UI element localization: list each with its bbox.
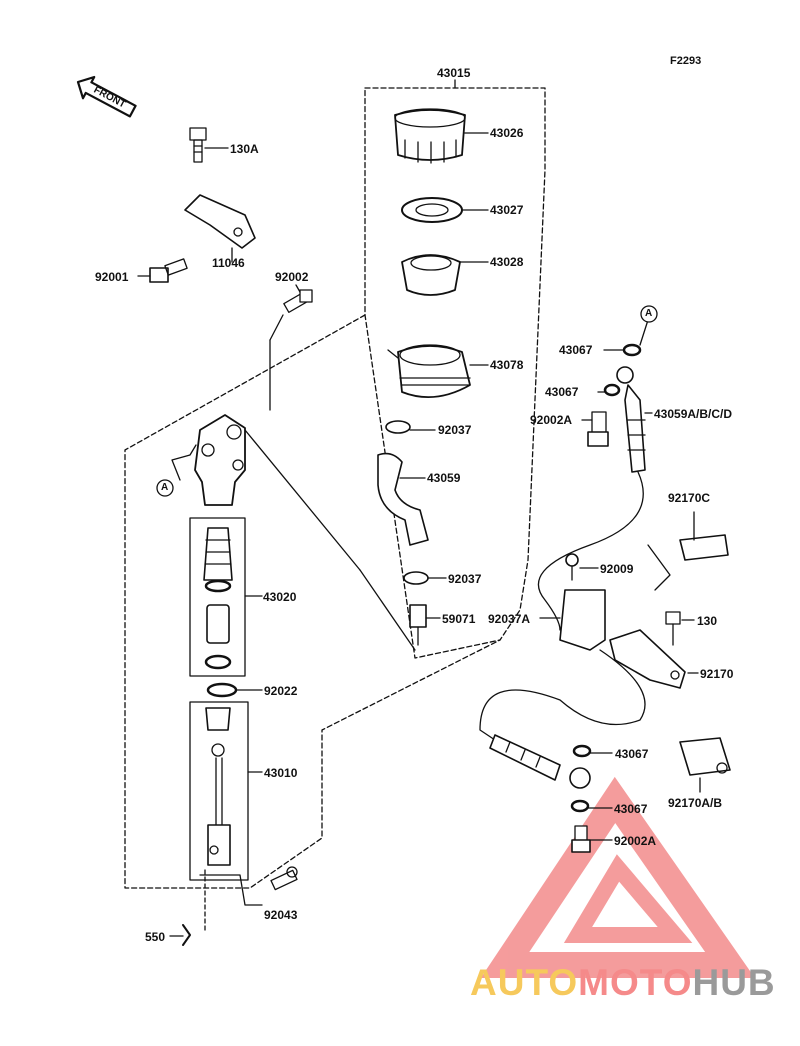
label-43015: 43015 (437, 66, 471, 80)
watermark-hub: HUB (692, 962, 776, 1003)
label-43078: 43078 (490, 358, 524, 372)
watermark-triangle-logo (480, 776, 755, 978)
watermark-text: AUTOMOTOHUB (470, 962, 776, 1004)
label-92037-upper: 92037 (438, 423, 472, 437)
pin-92043 (270, 866, 298, 891)
watermark-auto: AUTO (470, 962, 579, 1003)
banjo-bolt-92002a-bottom (571, 825, 613, 853)
fitting-59071 (409, 604, 441, 646)
label-92037a: 92037A (488, 612, 531, 626)
label-43067-d: 43067 (614, 802, 648, 816)
master-cylinder-body (171, 414, 416, 651)
label-550: 550 (145, 930, 166, 944)
label-92002a-top: 92002A (530, 413, 573, 427)
label-43067-b: 43067 (545, 385, 579, 399)
label-43028: 43028 (490, 255, 524, 269)
piston-kit-box-43020 (189, 517, 246, 677)
oring-92022 (206, 682, 238, 698)
label-92037-lower: 92037 (448, 572, 482, 586)
label-92009: 92009 (600, 562, 634, 576)
clamp-92037-lower (403, 571, 447, 585)
piston-kit-43020 (203, 527, 263, 670)
diaphragm-plate-43027 (401, 197, 489, 223)
bolt-92002 (269, 284, 313, 411)
ref-a-right: A (645, 308, 653, 319)
label-43027: 43027 (490, 203, 524, 217)
front-arrow-icon (76, 75, 137, 118)
bracket-11046 (184, 194, 256, 263)
screw-92009 (565, 553, 599, 581)
washer-43067-mid (572, 744, 592, 758)
label-43059: 43059 (427, 471, 461, 485)
banjo-bolt-92002a-top (581, 411, 609, 447)
clip-92170c (647, 511, 729, 591)
label-92002a-bottom: 92002A (614, 834, 657, 848)
bracket-92170ab (679, 737, 731, 793)
washer-43067-low (570, 799, 590, 813)
brake-hose-43059abcd (537, 366, 653, 631)
bolt-92001 (137, 258, 188, 283)
reservoir-43078 (387, 344, 489, 398)
cotter-pin-550 (169, 924, 191, 946)
clamp-92170 (609, 629, 699, 689)
ref-circle-a-left (156, 479, 174, 497)
label-43010: 43010 (264, 766, 298, 780)
hose-43059 (377, 452, 429, 546)
label-11046: 11046 (212, 256, 245, 270)
clamp-92037a (539, 589, 606, 651)
ref-circle-a-right (640, 305, 658, 323)
label-43020: 43020 (263, 590, 297, 604)
label-43067-a: 43067 (559, 343, 593, 357)
label-59071: 59071 (442, 612, 476, 626)
label-43059abcd: 43059A/B/C/D (654, 407, 733, 421)
label-43026: 43026 (490, 126, 524, 140)
push-rod-43010 (205, 707, 263, 866)
clamp-92037 (385, 420, 436, 434)
bolt-130a (189, 127, 229, 163)
label-92002: 92002 (275, 270, 309, 284)
label-130a: 130A (230, 142, 259, 156)
label-92043: 92043 (264, 908, 298, 922)
master-cylinder-outline (124, 314, 501, 889)
label-43067-c: 43067 (615, 747, 649, 761)
label-92001: 92001 (95, 270, 129, 284)
label-92170ab: 92170A/B (668, 796, 723, 810)
watermark-moto: MOTO (578, 962, 693, 1003)
banjo-washer-43067-top (597, 319, 649, 397)
reservoir-assembly-outline (364, 87, 546, 659)
label-92170c: 92170C (668, 491, 711, 505)
push-rod-box-43010 (189, 701, 249, 881)
label-92022: 92022 (264, 684, 298, 698)
diaphragm-43028 (401, 254, 489, 296)
brake-hose-lower (479, 649, 646, 789)
bolt-130 (665, 611, 695, 646)
label-130: 130 (697, 614, 718, 628)
label-92170: 92170 (700, 667, 734, 681)
diagram-code: F2293 (670, 55, 702, 67)
ref-a-left: A (161, 482, 169, 493)
reservoir-cap-43026 (394, 108, 489, 164)
